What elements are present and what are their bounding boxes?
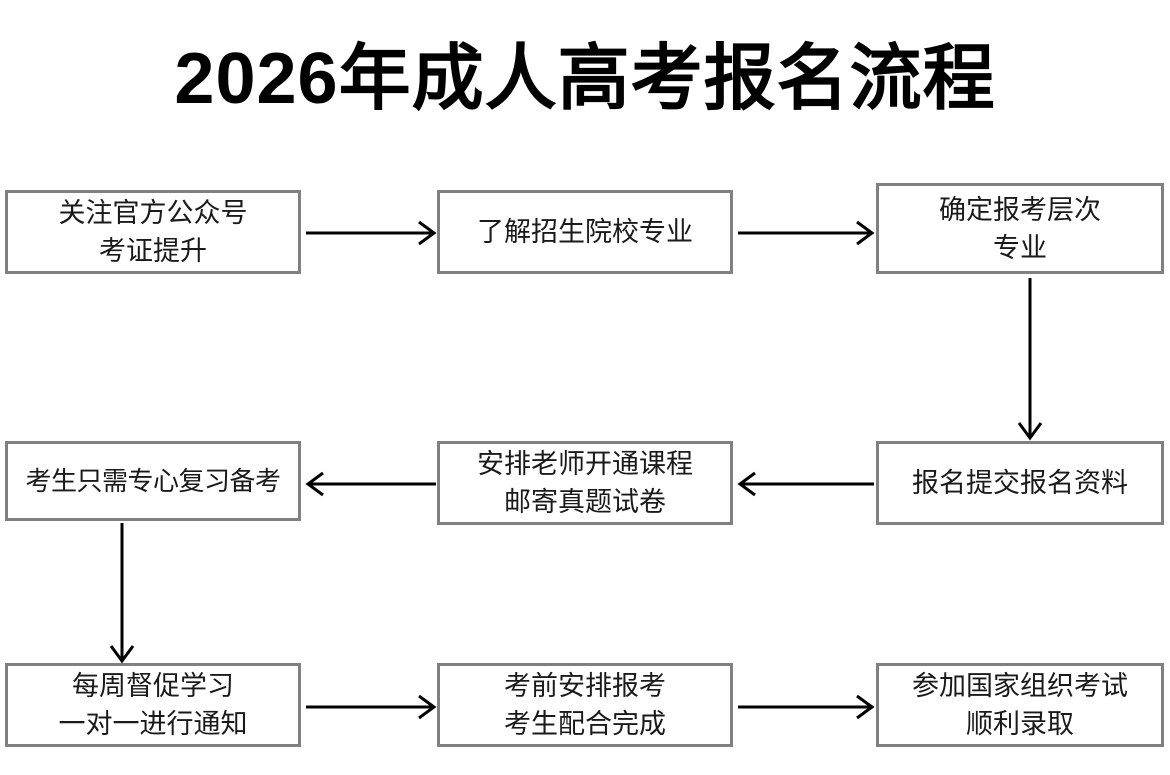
node-text-line1: 考生只需专心复习备考 bbox=[25, 466, 281, 496]
flow-node-confirm-level-major[interactable]: 确定报考层次 专业 bbox=[876, 183, 1164, 274]
page-title: 2026年成人高考报名流程 bbox=[174, 39, 996, 119]
node-text-line1: 安排老师开通课程 bbox=[477, 449, 693, 479]
flow-node-learn-schools-majors[interactable]: 了解招生院校专业 bbox=[437, 190, 733, 274]
flow-node-submit-registration-materials[interactable]: 报名提交报名资料 bbox=[876, 441, 1164, 525]
arrow-n4-to-n7 bbox=[104, 523, 140, 664]
arrow-n1-to-n2 bbox=[306, 218, 437, 248]
flow-node-weekly-study-supervision[interactable]: 每周督促学习 一对一进行通知 bbox=[5, 663, 301, 747]
node-text-line1: 考前安排报考 bbox=[504, 671, 666, 701]
node-text-line1: 每周督促学习 bbox=[72, 671, 234, 701]
flow-node-national-exam-admission[interactable]: 参加国家组织考试 顺利录取 bbox=[876, 663, 1164, 747]
flow-node-follow-official-account[interactable]: 关注官方公众号 考证提升 bbox=[5, 190, 301, 274]
node-text-line1: 了解招生院校专业 bbox=[477, 217, 693, 247]
node-text-line2: 专业 bbox=[993, 232, 1047, 263]
flow-node-pre-exam-arrangement[interactable]: 考前安排报考 考生配合完成 bbox=[437, 663, 733, 747]
node-text-line1: 报名提交报名资料 bbox=[912, 468, 1128, 498]
node-text-line2: 考生配合完成 bbox=[504, 709, 666, 739]
node-text-line1: 关注官方公众号 bbox=[58, 198, 248, 228]
arrow-n7-to-n8 bbox=[306, 692, 437, 722]
arrow-n5-to-n4 bbox=[305, 469, 436, 499]
node-text-line2: 顺利录取 bbox=[966, 709, 1074, 739]
node-text-line2: 一对一进行通知 bbox=[58, 709, 248, 739]
node-text-line2: 考证提升 bbox=[99, 236, 207, 266]
arrow-n2-to-n3 bbox=[738, 218, 875, 248]
node-text-line2: 邮寄真题试卷 bbox=[504, 487, 666, 517]
flow-node-teacher-course-mail-papers[interactable]: 安排老师开通课程 邮寄真题试卷 bbox=[437, 441, 733, 525]
arrow-n8-to-n9 bbox=[738, 692, 875, 722]
flow-node-student-focus-review[interactable]: 考生只需专心复习备考 bbox=[5, 441, 301, 521]
arrow-n6-to-n5 bbox=[737, 469, 874, 499]
node-text-line1: 确定报考层次 bbox=[939, 194, 1101, 225]
arrow-n3-to-n6 bbox=[1012, 278, 1048, 441]
node-text-line1: 参加国家组织考试 bbox=[912, 671, 1128, 701]
